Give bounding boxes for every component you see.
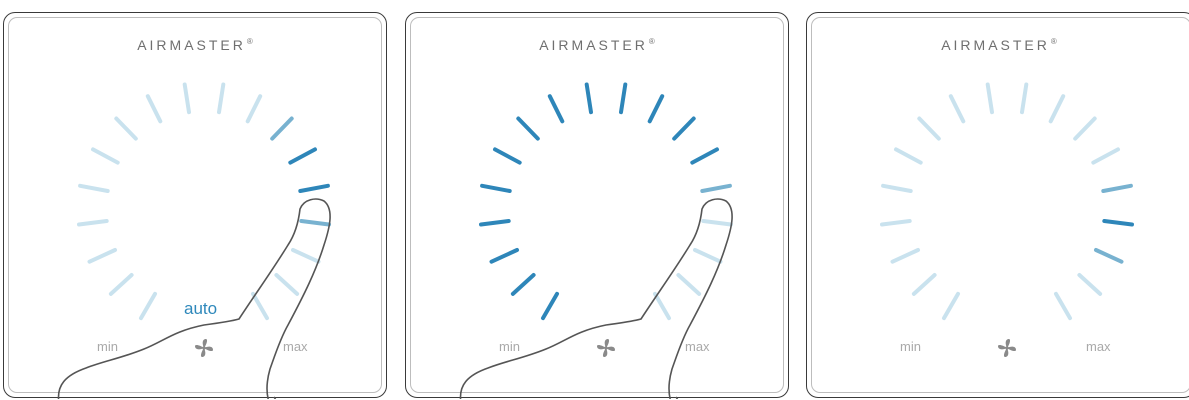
dial-tick[interactable] (896, 149, 921, 162)
dial-tick[interactable] (944, 294, 958, 318)
dial-tick[interactable] (141, 294, 155, 318)
dial-tick[interactable] (678, 275, 699, 294)
dial-tick[interactable] (90, 250, 116, 262)
dial-tick[interactable] (185, 85, 189, 113)
dial-tick[interactable] (893, 250, 919, 262)
dial-tick[interactable] (148, 96, 161, 121)
dial-tick[interactable] (692, 149, 717, 162)
dial-tick[interactable] (1079, 275, 1100, 294)
dial-tick[interactable] (674, 119, 694, 139)
control-panel-2: AIRMASTER® min max (405, 12, 789, 398)
dial-tick[interactable] (655, 294, 669, 318)
dial-tick[interactable] (253, 294, 267, 318)
dial-tick[interactable] (695, 250, 721, 262)
min-label: min (499, 339, 520, 354)
min-label: min (900, 339, 921, 354)
min-label: min (97, 339, 118, 354)
dial-tick[interactable] (1096, 250, 1122, 262)
dial-tick[interactable] (248, 96, 261, 121)
dial-tick[interactable] (111, 275, 132, 294)
dial-tick[interactable] (276, 275, 297, 294)
max-label: max (685, 339, 710, 354)
dial-tick[interactable] (703, 221, 731, 225)
dial-tick[interactable] (300, 186, 328, 191)
dial-tick[interactable] (518, 119, 538, 139)
dial-tick[interactable] (914, 275, 935, 294)
dial-tick[interactable] (219, 85, 223, 113)
dial-tick[interactable] (116, 119, 136, 139)
dial-tick[interactable] (290, 149, 315, 162)
dial-tick[interactable] (293, 250, 319, 262)
dial-tick[interactable] (550, 96, 563, 121)
max-label: max (283, 339, 308, 354)
fan-icon[interactable] (996, 337, 1018, 359)
dial-tick[interactable] (80, 186, 108, 191)
dial-tick[interactable] (79, 221, 107, 225)
dial-tick[interactable] (1093, 149, 1118, 162)
dial-tick[interactable] (492, 250, 518, 262)
dial-tick[interactable] (93, 149, 118, 162)
dial-tick[interactable] (1051, 96, 1064, 121)
dial-tick[interactable] (988, 85, 992, 113)
dial-tick[interactable] (481, 221, 509, 225)
dial-tick[interactable] (1022, 85, 1026, 113)
dial-tick[interactable] (587, 85, 591, 113)
dial-tick[interactable] (1103, 186, 1131, 191)
max-label: max (1086, 339, 1111, 354)
dial-tick[interactable] (301, 221, 329, 225)
dial-tick[interactable] (543, 294, 557, 318)
fan-icon[interactable] (595, 337, 617, 359)
dial-tick[interactable] (919, 119, 939, 139)
dial-tick[interactable] (482, 186, 510, 191)
dial-tick[interactable] (1104, 221, 1132, 225)
dial-tick[interactable] (513, 275, 534, 294)
dial-tick[interactable] (702, 186, 730, 191)
dial-tick[interactable] (1056, 294, 1070, 318)
dial-tick[interactable] (883, 186, 911, 191)
dial-tick[interactable] (495, 149, 520, 162)
dial-tick[interactable] (621, 85, 625, 113)
dial-tick[interactable] (1075, 119, 1095, 139)
dial-tick[interactable] (882, 221, 910, 225)
control-panel-1: AIRMASTER® auto min max (3, 12, 387, 398)
dial-tick[interactable] (650, 96, 663, 121)
dial-tick[interactable] (272, 119, 292, 139)
dial-tick[interactable] (951, 96, 964, 121)
auto-mode-label[interactable]: auto (184, 299, 217, 319)
control-panel-3: AIRMASTER® min max (806, 12, 1189, 398)
fan-icon[interactable] (193, 337, 215, 359)
